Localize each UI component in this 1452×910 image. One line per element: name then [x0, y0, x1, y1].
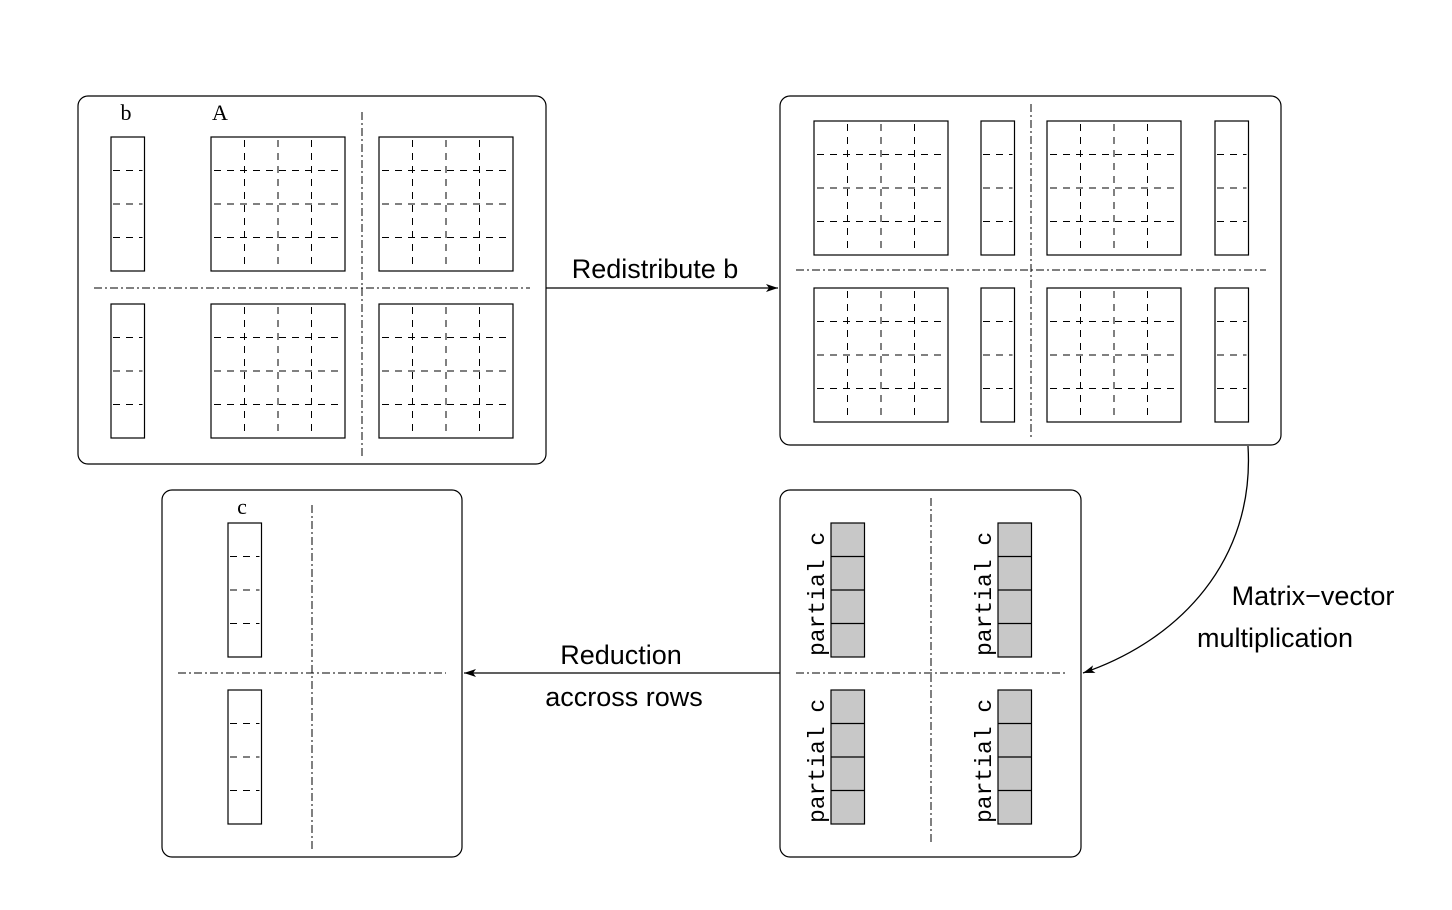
- matrix-block-top-left: [813, 120, 949, 256]
- reduction-label-line2: accross rows: [545, 682, 703, 712]
- redistribute-arrow: Redistribute b: [546, 254, 778, 292]
- reduction-arrow: Reduction accross rows: [464, 640, 780, 712]
- vector-b-block-bottom-right: [1214, 287, 1250, 423]
- matrix-block-bottom-left: [813, 287, 949, 423]
- vector-b-block-bottom-left: [980, 287, 1016, 423]
- partial-c-label: partial c: [972, 532, 998, 656]
- vector-b-block-top: [110, 136, 146, 272]
- result-panel: c: [161, 489, 463, 858]
- matrix-a-block-bottom-right: [378, 303, 514, 439]
- vector-c-block-top: [227, 522, 263, 658]
- partial-c-label: partial c: [972, 699, 998, 823]
- matrix-a-block-top-right: [378, 136, 514, 272]
- partial-c-label: partial c: [805, 699, 831, 823]
- partial-c-block-bottom-right: [997, 689, 1033, 825]
- matrix-block-top-right: [1046, 120, 1182, 256]
- partial-c-block-top-left: [830, 522, 866, 658]
- matrix-a-label: A: [212, 100, 228, 125]
- redistribute-label: Redistribute b: [572, 254, 739, 284]
- matvec-label-line2: multiplication: [1197, 623, 1353, 653]
- matvec-arrow: Matrix−vector multiplication: [1082, 445, 1395, 674]
- vector-b-block-bottom: [110, 303, 146, 439]
- matrix-a-block-top-left: [210, 136, 346, 272]
- vector-c-block-bottom: [227, 689, 263, 825]
- matrix-a-block-bottom-left: [210, 303, 346, 439]
- partial-results-panel: partial c partial c partial c partial c: [779, 489, 1082, 858]
- reduction-label-line1: Reduction: [560, 640, 682, 670]
- partial-c-block-bottom-left: [830, 689, 866, 825]
- vector-b-block-top-right: [1214, 120, 1250, 256]
- vector-b-block-top-left: [980, 120, 1016, 256]
- vector-c-label: c: [237, 494, 247, 519]
- partial-c-label: partial c: [805, 532, 831, 656]
- vector-b-label: b: [121, 100, 132, 125]
- initial-distribution-panel: b A: [77, 95, 547, 465]
- partial-c-block-top-right: [997, 522, 1033, 658]
- redistributed-panel: [779, 95, 1282, 446]
- matrix-block-bottom-right: [1046, 287, 1182, 423]
- matvec-label-line1: Matrix−vector: [1232, 581, 1395, 611]
